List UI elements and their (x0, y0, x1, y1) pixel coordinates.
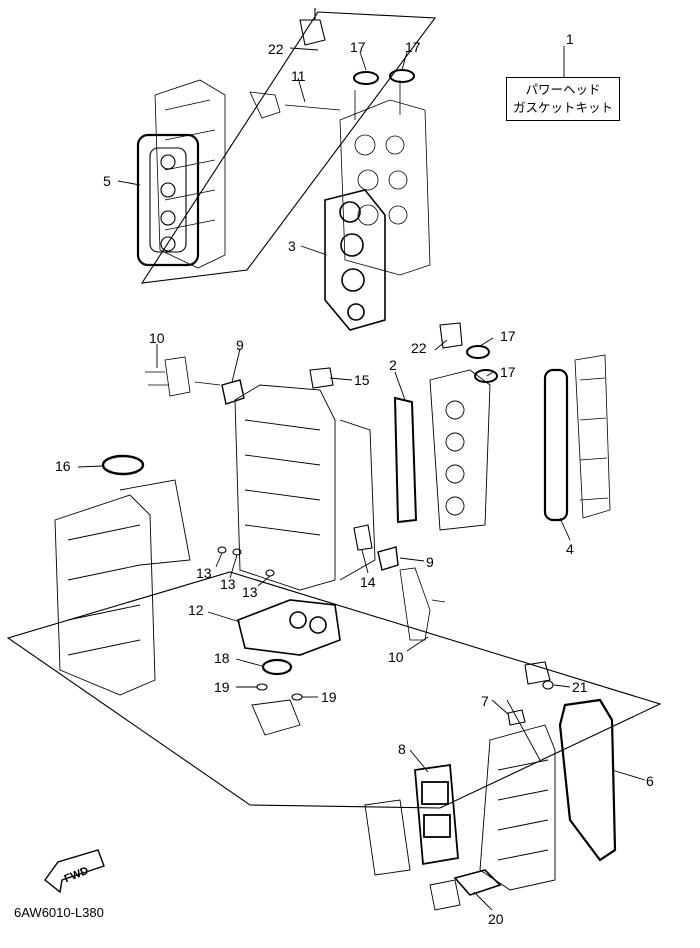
part-16-oil-seal (101, 454, 145, 476)
callout-12: 12 (188, 602, 204, 618)
part-3-head-gasket (324, 189, 386, 331)
callout-11: 11 (291, 68, 306, 84)
part-21-o-ring (542, 680, 554, 690)
kit-label-line1: パワーヘッド (525, 82, 601, 97)
callout-19: 19 (214, 679, 230, 695)
part-17-oil-seal (466, 345, 490, 359)
part-cylinder-head-left (154, 79, 226, 269)
part-thermostat-assembly-left (145, 356, 221, 397)
part-17-oil-seal (353, 71, 379, 85)
callout-20: 20 (488, 911, 504, 927)
part-thermostat-assembly-lower (399, 567, 446, 641)
part-7-spacer (507, 709, 526, 726)
part-cylinder-head-upper (249, 80, 431, 276)
callout-8: 8 (398, 741, 406, 757)
callout-22: 22 (411, 340, 427, 356)
callout-13: 13 (196, 565, 212, 581)
part-19-o-ring (291, 693, 303, 701)
callout-15: 15 (354, 372, 370, 388)
callout-6: 6 (646, 773, 654, 789)
part-19-o-ring (256, 683, 268, 691)
callout-19: 19 (321, 689, 337, 705)
part-21-fitting (524, 661, 551, 685)
callout-1: 1 (566, 31, 574, 47)
part-15-cover (309, 367, 334, 389)
callout-17: 17 (500, 328, 516, 344)
callout-17: 17 (350, 39, 366, 55)
part-head-cover-right (574, 354, 611, 519)
kit-label-line2: ガスケットキット (512, 100, 613, 115)
part-5-head-cover-gasket (136, 133, 200, 267)
part-water-fitting (429, 879, 461, 911)
fwd-arrow (44, 849, 105, 894)
part-exhaust-cover (479, 724, 556, 891)
callout-9: 9 (236, 337, 244, 353)
callout-13: 13 (220, 576, 236, 592)
part-2-gasket (393, 396, 418, 524)
part-22-sensor (299, 8, 326, 46)
part-14-plate (353, 524, 373, 551)
callout-4: 4 (566, 541, 574, 557)
callout-5: 5 (103, 173, 111, 189)
part-22-sensor (439, 322, 463, 349)
part-13-o-ring (217, 546, 227, 554)
callout-10: 10 (388, 649, 404, 665)
frame-lower-housing (6, 571, 662, 809)
callout-17: 17 (500, 364, 516, 380)
part-18-oil-seal (261, 658, 293, 676)
callout-22: 22 (268, 41, 284, 57)
part-6-exhaust-gasket (558, 698, 617, 862)
diagram-id: 6AW6010-L380 (14, 905, 104, 920)
part-9-thermostat-gasket (377, 546, 399, 571)
callout-14: 14 (360, 574, 376, 590)
part-17-oil-seal (474, 369, 498, 383)
callout-9: 9 (426, 554, 434, 570)
part-pump-housing (251, 699, 301, 736)
part-plate (364, 799, 411, 876)
part-cylinder-head-right (429, 369, 491, 531)
part-20-gasket (453, 869, 502, 896)
callout-18: 18 (214, 650, 230, 666)
callout-17: 17 (405, 39, 421, 55)
part-12-gasket (237, 599, 341, 656)
part-13-o-ring (265, 569, 275, 577)
callout-2: 2 (389, 357, 397, 373)
part-9-thermostat-gasket (221, 379, 245, 405)
callout-7: 7 (481, 693, 489, 709)
part-17-oil-seal (389, 69, 415, 83)
callout-10: 10 (149, 330, 165, 346)
callout-3: 3 (288, 238, 296, 254)
part-cylinder-block (234, 384, 376, 591)
callout-16: 16 (55, 458, 71, 474)
callout-21: 21 (572, 679, 588, 695)
kit-label-box: パワーヘッド ガスケットキット (506, 77, 620, 121)
part-8-plate-gasket (414, 763, 459, 866)
part-4-head-cover-gasket (543, 368, 569, 522)
callout-13: 13 (242, 584, 258, 600)
part-crankcase-assembly (54, 479, 191, 696)
